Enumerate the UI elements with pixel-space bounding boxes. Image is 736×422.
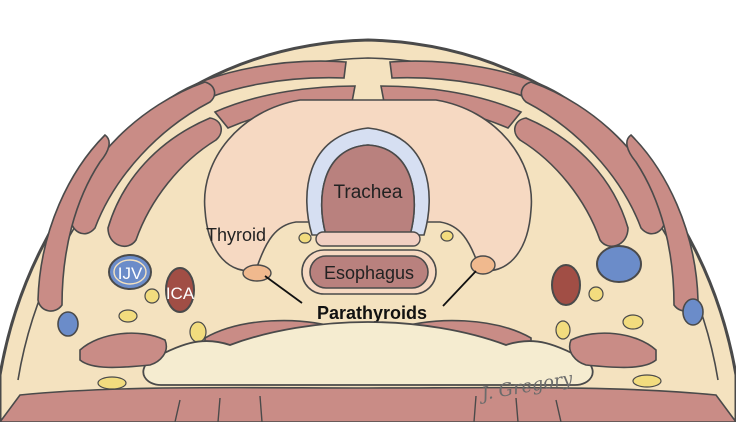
node-right-posterior	[633, 375, 661, 387]
node-a	[119, 310, 137, 322]
trachealis-membrane	[316, 232, 420, 246]
esophagus-label: Esophagus	[324, 263, 414, 283]
vessel-left-lateral	[58, 312, 78, 336]
node-b	[190, 322, 206, 342]
ijv-right	[597, 246, 641, 282]
node-left-thyroid	[299, 233, 311, 243]
thyroid-label: Thyroid	[206, 225, 266, 245]
ica-label: ICA	[166, 284, 195, 303]
vagus-left	[145, 289, 159, 303]
parathyroids-label: Parathyroids	[317, 303, 427, 323]
posterior-band	[0, 388, 736, 422]
trachea-label: Trachea	[334, 182, 403, 203]
vagus-right	[589, 287, 603, 301]
node-right-thyroid	[441, 231, 453, 241]
ijv-label: IJV	[118, 264, 143, 283]
vessel-right-lateral	[683, 299, 703, 325]
ica-right	[552, 265, 580, 305]
node-d	[623, 315, 643, 329]
node-c	[556, 321, 570, 339]
node-left-posterior	[98, 377, 126, 389]
parathyroid-left	[243, 265, 271, 281]
